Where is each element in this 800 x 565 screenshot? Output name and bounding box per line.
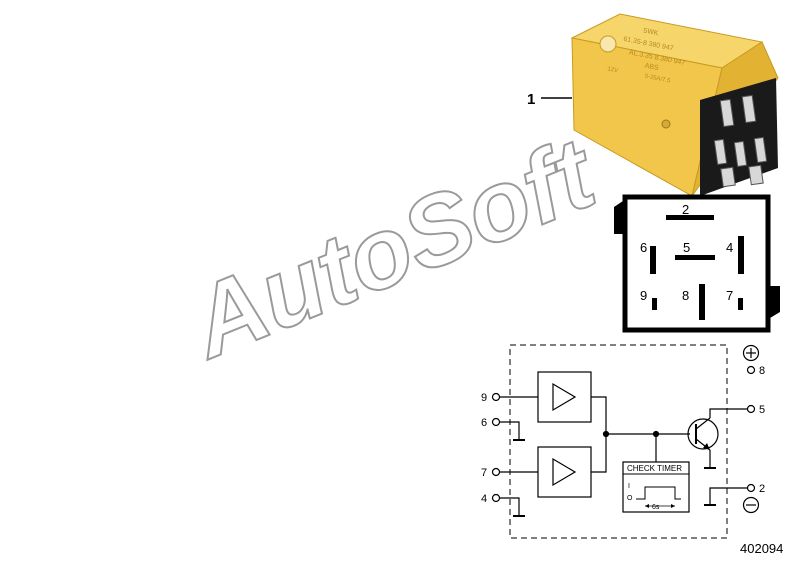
minus-symbol-icon xyxy=(742,496,760,514)
terminal-label: 5 xyxy=(759,404,765,416)
check-timer-label: CHECK TIMER xyxy=(627,464,682,473)
wire xyxy=(500,497,520,516)
relay-label-line: 5WK xyxy=(643,28,660,38)
wire xyxy=(709,487,747,505)
pin-number: 5 xyxy=(683,240,690,255)
relay-label-line: ABS xyxy=(644,62,659,72)
timer-pulse-icon xyxy=(636,486,681,500)
relay-pins xyxy=(713,94,768,188)
relay-illustration: 5WK 61.35-8 380 947 AL.3.35 8.380 947 AB… xyxy=(527,13,779,197)
amplifier-box-lower xyxy=(537,446,592,498)
terminal-6 xyxy=(491,417,501,427)
arrow-head-icon xyxy=(645,504,649,508)
timer-level-label: I xyxy=(628,483,630,490)
pin-slot-7 xyxy=(738,298,743,310)
pin-number: 9 xyxy=(640,288,647,303)
watermark-text: AutoSoft xyxy=(173,116,613,380)
emitter-arrow-icon xyxy=(703,443,710,450)
check-timer-box xyxy=(622,461,690,513)
relay-housing-boundary xyxy=(509,344,728,539)
relay-label-line: 12V xyxy=(607,66,619,74)
pin-number: 7 xyxy=(726,288,733,303)
transistor-collector xyxy=(695,417,711,430)
terminal-4 xyxy=(491,493,501,503)
callout-number: 1 xyxy=(527,91,535,108)
pin-face-diagram: 2 6 5 4 9 8 7 xyxy=(614,194,780,333)
diagram-number: 402094 xyxy=(740,541,783,556)
pin-number: 8 xyxy=(682,288,689,303)
arrow-head-icon xyxy=(671,504,675,508)
pin-slot-2 xyxy=(666,215,714,220)
terminal-label: 2 xyxy=(759,483,765,495)
plus-symbol-icon xyxy=(742,344,760,362)
terminal-7 xyxy=(491,467,501,477)
pin-slot-6 xyxy=(650,246,656,274)
pin-number: 6 xyxy=(640,240,647,255)
pin-slot-5 xyxy=(675,255,715,260)
timer-duration-label: 6s xyxy=(652,504,660,511)
relay-label-line: 5-25A/7.5 xyxy=(644,74,671,85)
amplifier-box-upper xyxy=(537,371,592,423)
amplifier-symbol-icon xyxy=(552,382,577,412)
terminal-label: 7 xyxy=(481,467,487,479)
wire xyxy=(500,421,520,440)
connector-latch-right xyxy=(770,286,780,318)
wire xyxy=(709,408,748,418)
circuit-schematic xyxy=(491,344,760,539)
terminal-9 xyxy=(491,392,501,402)
pin-slot-4 xyxy=(738,236,744,274)
terminal-label: 4 xyxy=(481,493,487,505)
amplifier-symbol-icon xyxy=(552,457,577,487)
manufacturer-logo-icon xyxy=(599,35,617,53)
relay-mount-dot xyxy=(661,119,671,129)
pin-slot-8 xyxy=(699,284,705,320)
pin-slot-9 xyxy=(652,298,657,310)
terminal-label: 8 xyxy=(759,365,765,377)
transistor-symbol xyxy=(687,418,719,450)
timer-level-label: O xyxy=(627,495,633,502)
terminal-8 xyxy=(746,365,756,375)
schematic-labels: 9 6 7 4 8 5 2 CHECK TIMER I O 6s xyxy=(481,365,765,511)
watermark: AutoSoft xyxy=(172,115,614,381)
connector-latch-left xyxy=(614,201,623,234)
terminal-label: 9 xyxy=(481,392,487,404)
pin-number: 2 xyxy=(682,202,689,217)
pin-number: 4 xyxy=(726,240,733,255)
terminal-label: 6 xyxy=(481,417,487,429)
terminal-2 xyxy=(746,483,756,493)
terminal-5 xyxy=(746,404,756,414)
